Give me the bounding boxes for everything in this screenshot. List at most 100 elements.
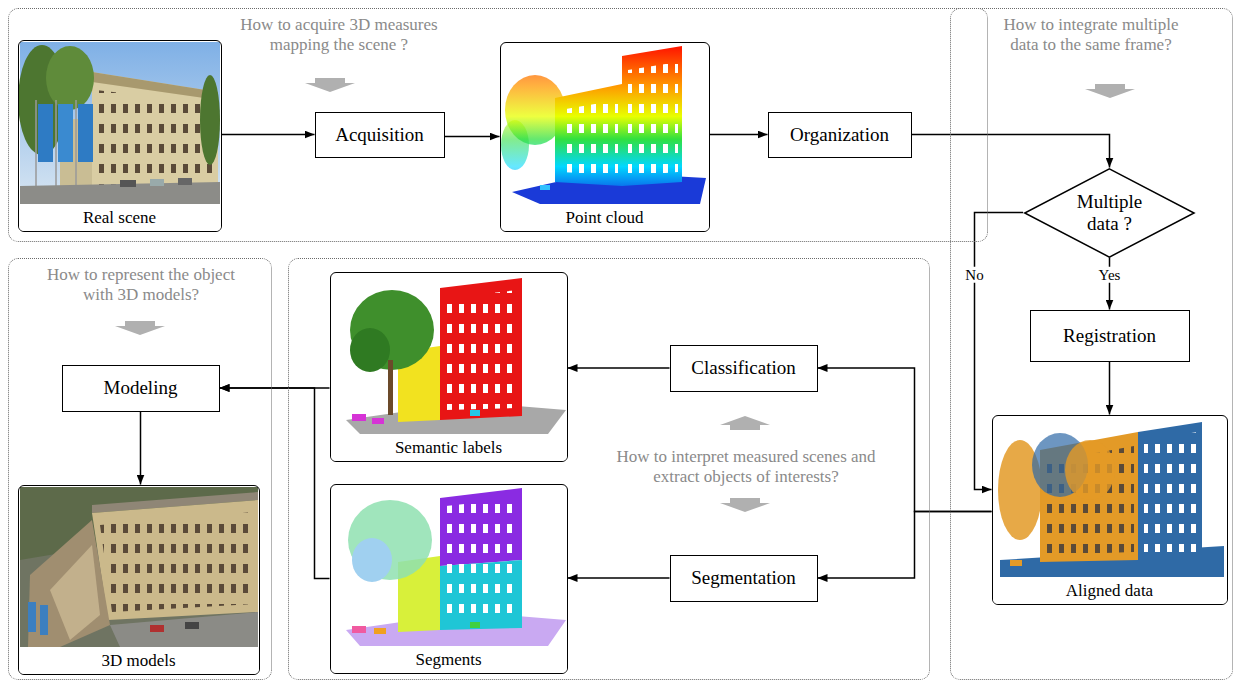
connector-arrow	[975, 213, 1024, 490]
question-arrows	[1085, 84, 1135, 98]
semantic-labels-render	[470, 410, 480, 416]
edge-label: Yes	[1097, 266, 1123, 283]
process-label: Modeling	[104, 377, 178, 399]
segments-render	[352, 626, 366, 633]
segments-render	[446, 498, 518, 624]
real-scene-photo	[46, 46, 94, 110]
panel-question: How to integrate multiple data to the sa…	[988, 15, 1194, 56]
process-box: Classification	[670, 345, 818, 392]
connector-arrow	[140, 412, 142, 485]
semantic-labels-render	[440, 278, 522, 420]
process-label: Registration	[1063, 325, 1156, 347]
region-panel: How to integrate multiple data to the sa…	[950, 8, 1233, 680]
image-box: Real scene	[18, 40, 222, 232]
connector-arrow	[1109, 362, 1111, 415]
real-scene-photo	[20, 42, 220, 204]
point-cloud-render	[555, 84, 622, 186]
panel-question: How to interpret measured scenes and ext…	[614, 447, 878, 488]
image-box: Point cloud	[500, 42, 710, 232]
process-box: Registration	[1030, 310, 1190, 362]
connector-arrow	[818, 512, 992, 579]
connector-arrow	[568, 577, 670, 579]
region-panel: How to acquire 3D measures mapping the s…	[8, 8, 988, 242]
connector-arrow	[710, 134, 768, 136]
image-box: Semantic labels	[330, 272, 568, 462]
real-scene-photo	[36, 100, 76, 190]
edge-label: No	[963, 266, 985, 283]
image-caption: Real scene	[19, 205, 221, 231]
semantic-labels-render	[346, 278, 566, 434]
image-caption: Segments	[331, 647, 567, 673]
image-box: Segments	[330, 484, 568, 674]
process-box: Organization	[768, 112, 912, 158]
point-cloud-render	[501, 120, 529, 170]
aligned-data-render	[1138, 422, 1202, 560]
image-caption: Semantic labels	[331, 435, 567, 461]
question-arrows	[115, 78, 1135, 512]
segments-render	[346, 488, 566, 646]
region-panel: How to interpret measured scenes and ext…	[288, 258, 930, 680]
connector-arrow	[818, 368, 992, 512]
point-cloud-render	[622, 46, 682, 186]
question-arrows	[305, 78, 355, 92]
3d-model-render	[28, 520, 110, 647]
3d-model-render	[92, 500, 258, 620]
question-arrows	[720, 416, 770, 430]
aligned-data-render	[1144, 432, 1198, 552]
point-cloud-render	[560, 100, 618, 175]
image-caption: 3D models	[19, 648, 259, 674]
3d-model-render	[20, 487, 258, 647]
region-panel: How to represent the object with 3D mode…	[8, 258, 272, 680]
semantic-labels-render	[372, 418, 384, 424]
segments-render	[374, 628, 386, 634]
real-scene-photo	[200, 75, 220, 165]
image-caption: Point cloud	[501, 205, 709, 231]
connector-arrow	[222, 134, 315, 136]
real-scene-photo	[178, 178, 192, 185]
point-cloud-render	[540, 185, 550, 190]
segments-render	[470, 622, 480, 628]
real-scene-photo	[96, 90, 216, 186]
semantic-labels-render	[350, 328, 390, 372]
semantic-labels-render	[446, 290, 518, 410]
real-scene-photo	[58, 104, 73, 162]
point-cloud-render	[628, 62, 678, 176]
connector-arrow	[568, 367, 670, 369]
image-caption: Aligned data	[993, 578, 1227, 604]
process-label: Organization	[790, 124, 889, 146]
image-box: 3D models	[18, 485, 260, 675]
panel-question: How to represent the object with 3D mode…	[44, 265, 238, 306]
process-box: Segmentation	[670, 555, 818, 602]
semantic-labels-render	[352, 414, 366, 421]
aligned-data-render	[1010, 560, 1022, 566]
connector-arrow	[445, 136, 500, 138]
3d-model-render	[40, 605, 48, 635]
3d-model-render	[20, 487, 258, 647]
panel-question: How to acquire 3D measures mapping the s…	[231, 15, 447, 56]
point-cloud-render	[501, 46, 706, 204]
real-scene-photo	[120, 180, 136, 187]
3d-model-render	[150, 625, 164, 632]
3d-model-render	[100, 512, 254, 612]
decision-diamond-outline	[1025, 168, 1194, 256]
3d-model-render	[110, 612, 258, 647]
3d-model-render	[28, 602, 36, 632]
process-label: Segmentation	[691, 567, 795, 589]
real-scene-photo	[150, 179, 164, 186]
segments-render	[352, 538, 392, 582]
process-label: Acquisition	[335, 124, 424, 146]
aligned-data-render	[998, 422, 1224, 577]
3d-model-render	[185, 622, 199, 629]
process-box: Modeling	[62, 365, 220, 412]
connector-arrow	[912, 135, 1110, 168]
semantic-labels-render	[388, 360, 393, 415]
real-scene-photo	[18, 42, 220, 204]
aligned-data-render	[1065, 440, 1115, 500]
connector-arrow	[220, 388, 330, 579]
image-box: Aligned data	[992, 415, 1228, 605]
question-arrows	[115, 321, 165, 335]
real-scene-photo	[78, 104, 93, 162]
process-box: Acquisition	[315, 112, 445, 158]
real-scene-photo	[92, 72, 218, 190]
